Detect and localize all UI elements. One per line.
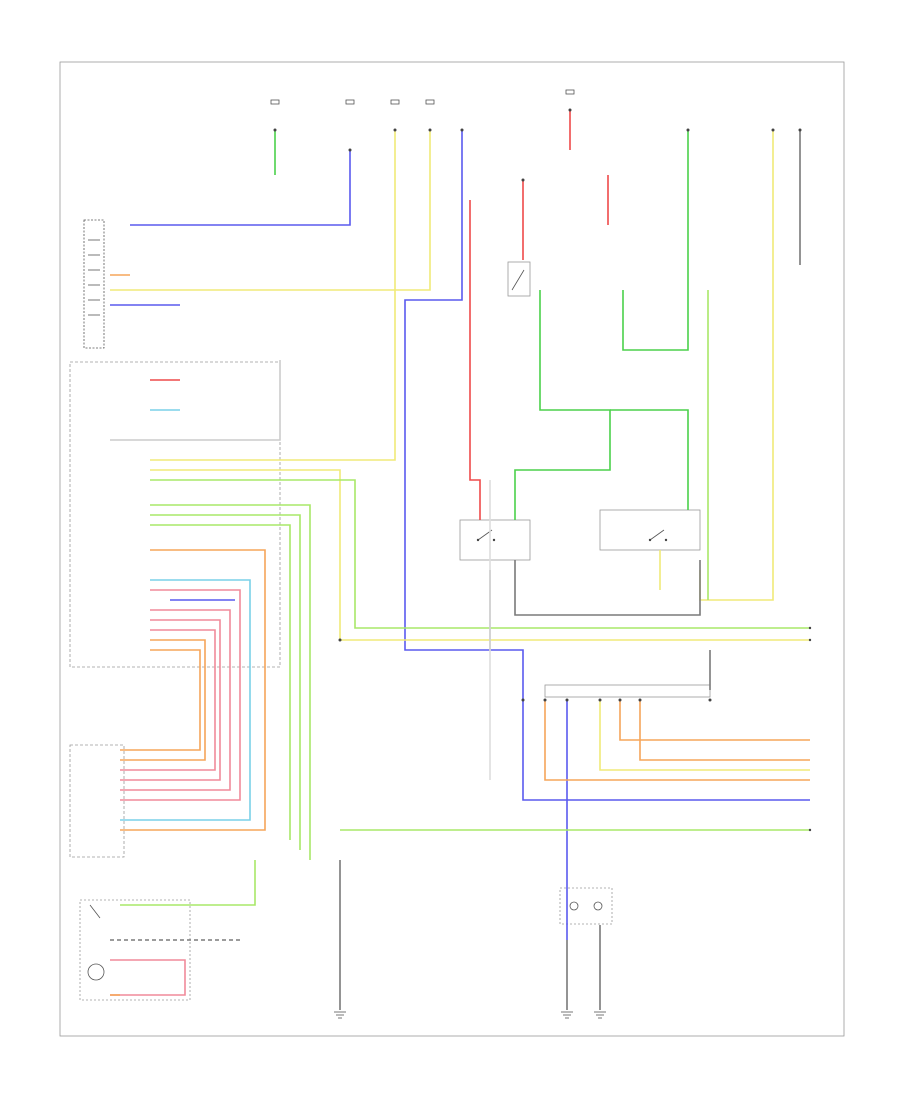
wire-pink-2 xyxy=(120,609,231,791)
wire-pink-5 xyxy=(110,959,186,996)
wire-gray-9 xyxy=(110,360,281,441)
turn-lamp-block xyxy=(559,887,613,925)
brake-pedal-switch-block xyxy=(599,509,701,551)
wire-yellow-2 xyxy=(110,130,431,291)
relay-block xyxy=(507,261,531,297)
stop-lamp-switch-block xyxy=(459,519,531,561)
joint-connector-block xyxy=(544,684,711,698)
wire-lightblue-2 xyxy=(120,579,251,821)
wire-lightgreen-6 xyxy=(120,860,256,906)
wire-pink-4 xyxy=(120,629,216,771)
wire-green-3 xyxy=(610,409,689,510)
wire-blue-3 xyxy=(522,720,810,801)
wire-red-1 xyxy=(469,200,481,520)
wire-gray-2 xyxy=(514,560,701,616)
wire-yellow-6 xyxy=(599,700,810,771)
wire-blue-2 xyxy=(404,130,524,720)
wire-pink-3 xyxy=(120,619,221,781)
wire-lightgreen-2 xyxy=(150,504,311,860)
wire-yellow-1 xyxy=(150,130,396,461)
connector-pins xyxy=(273,108,812,832)
wire-orange-6 xyxy=(120,549,266,831)
wire-lightgreen-1 xyxy=(150,479,810,629)
diagram-border xyxy=(59,61,845,1037)
wire-green-4 xyxy=(622,130,689,351)
wire-set xyxy=(110,110,810,1010)
combination-meter-block xyxy=(69,744,125,858)
wire-yellow-3 xyxy=(150,469,810,641)
wire-orange-4 xyxy=(639,700,810,761)
wire-orange-2 xyxy=(120,649,201,751)
combination-switch-block xyxy=(79,899,191,1001)
wire-orange-1 xyxy=(120,639,206,761)
wire-blue-1 xyxy=(130,150,351,226)
wire-yellow-4 xyxy=(699,130,774,601)
wire-lightgreen-3 xyxy=(150,514,301,850)
wire-orange-5 xyxy=(619,700,810,741)
fuse-icons xyxy=(270,89,575,105)
wire-lightgreen-4 xyxy=(150,524,291,840)
wire-orange-3 xyxy=(544,700,810,781)
wire-green-2 xyxy=(514,290,611,520)
wire-pink-1 xyxy=(120,589,241,801)
ground-icon xyxy=(334,1011,606,1019)
